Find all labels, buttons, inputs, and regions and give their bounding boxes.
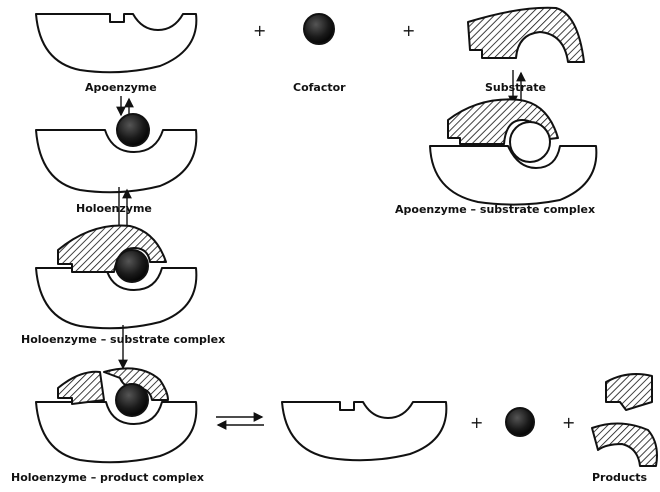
equilibrium-arrows-product-release — [216, 417, 264, 425]
product-fragment-1 — [606, 374, 652, 410]
holoenzyme-substrate-complex-shape — [36, 226, 196, 329]
holoenzyme-product-complex-label: Holoenzyme – product complex — [11, 471, 204, 484]
apoenzyme-substrate-complex-label: Apoenzyme – substrate complex — [395, 203, 595, 216]
products-label: Products — [592, 471, 648, 484]
apoenzyme-shape — [36, 14, 196, 72]
substrate-label: Substrate — [485, 81, 546, 94]
released-apoenzyme-shape — [282, 402, 446, 460]
plus-sign-3: + — [470, 413, 483, 432]
holoenzyme-shape — [36, 114, 196, 192]
apoenzyme-substrate-complex-shape — [430, 99, 596, 204]
plus-sign-4: + — [562, 413, 575, 432]
plus-sign-2: + — [402, 21, 415, 40]
released-cofactor-shape — [506, 408, 534, 436]
cofactor-shape — [304, 14, 334, 44]
holoenzyme-label: Holoenzyme — [76, 202, 152, 215]
cofactor-label: Cofactor — [293, 81, 346, 94]
substrate-shape — [468, 8, 584, 62]
holoenzyme-product-complex-shape — [36, 368, 196, 462]
apoenzyme-label: Apoenzyme — [85, 81, 157, 94]
plus-sign-1: + — [253, 21, 266, 40]
product-fragment-2 — [592, 423, 657, 466]
